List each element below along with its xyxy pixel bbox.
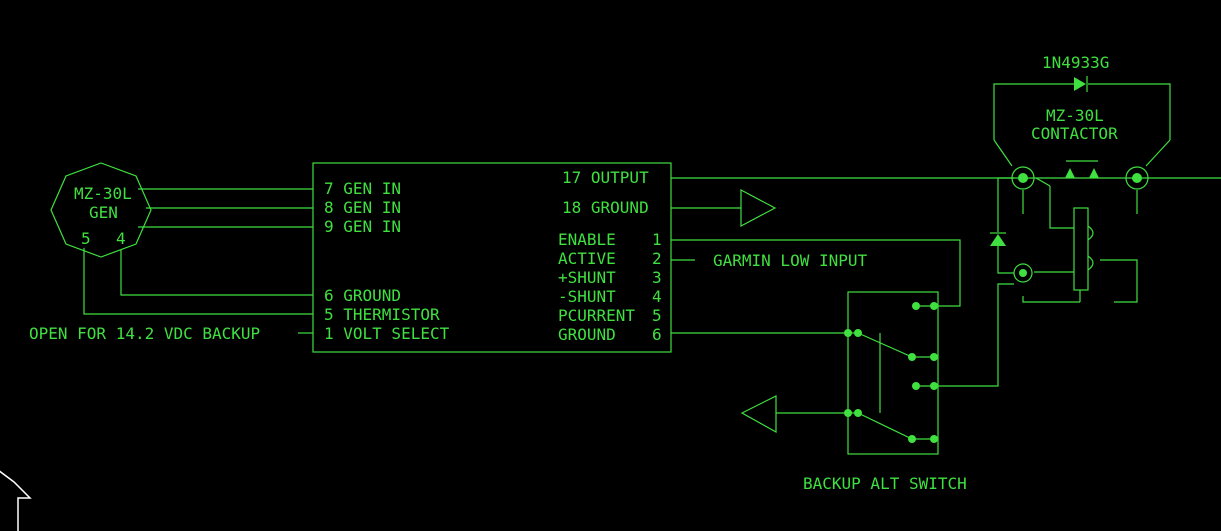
contactor-label-line2: CONTACTOR	[1031, 124, 1118, 143]
open-note: OPEN FOR 14.2 VDC BACKUP	[29, 324, 260, 343]
reg-right-ground: GROUND	[558, 325, 616, 344]
reg-right-pcurrent: PCURRENT	[558, 306, 635, 325]
reg-right-num-4: 4	[652, 287, 662, 306]
coil-feed-wire	[934, 283, 1014, 387]
generator-label-line2: GEN	[89, 203, 118, 222]
diode-1n4933g	[993, 76, 1171, 140]
contactor-symbol	[990, 139, 1171, 303]
reg-pin-8: 8 GEN IN	[324, 198, 401, 217]
reg-pin-17: 17 OUTPUT	[562, 168, 649, 187]
reg-pin-18: 18 GROUND	[562, 198, 649, 217]
backup-alt-switch	[844, 291, 939, 455]
ground-triangle-right	[740, 189, 777, 227]
diode-label: 1N4933G	[1042, 53, 1109, 72]
switch-label: BACKUP ALT SWITCH	[803, 474, 967, 493]
reg-pin-6: 6 GROUND	[324, 286, 401, 305]
cursor-arrow-icon	[0, 470, 32, 531]
reg-right-enable: ENABLE	[558, 230, 616, 249]
generator-pin-4: 4	[116, 229, 126, 248]
reg-right-num-6: 6	[652, 325, 662, 344]
reg-right-num-3: 3	[652, 268, 662, 287]
reg-pin-5: 5 THERMISTOR	[324, 305, 440, 324]
reg-pin-1: 1 VOLT SELECT	[324, 324, 450, 343]
ground-triangle-left	[740, 395, 777, 434]
generator-octagon	[50, 162, 152, 258]
reg-right-num-5: 5	[652, 306, 662, 325]
reg-pin-9: 9 GEN IN	[324, 217, 401, 236]
generator-pin-5: 5	[81, 229, 91, 248]
contactor-label-line1: MZ-30L	[1046, 106, 1104, 125]
enable-wire	[671, 239, 961, 307]
reg-right-num-1: 1	[652, 230, 662, 249]
reg-right-num-2: 2	[652, 249, 662, 268]
reg-right-active: ACTIVE	[558, 249, 616, 268]
reg-right-minus-shunt: -SHUNT	[558, 287, 616, 306]
gen-wires	[83, 188, 313, 334]
generator-label-line1: MZ-30L	[74, 184, 132, 203]
garmin-label: GARMIN LOW INPUT	[713, 251, 867, 270]
reg-pin-7: 7 GEN IN	[324, 179, 401, 198]
regulator-box	[312, 162, 672, 353]
reg-right-plus-shunt: +SHUNT	[558, 268, 616, 287]
